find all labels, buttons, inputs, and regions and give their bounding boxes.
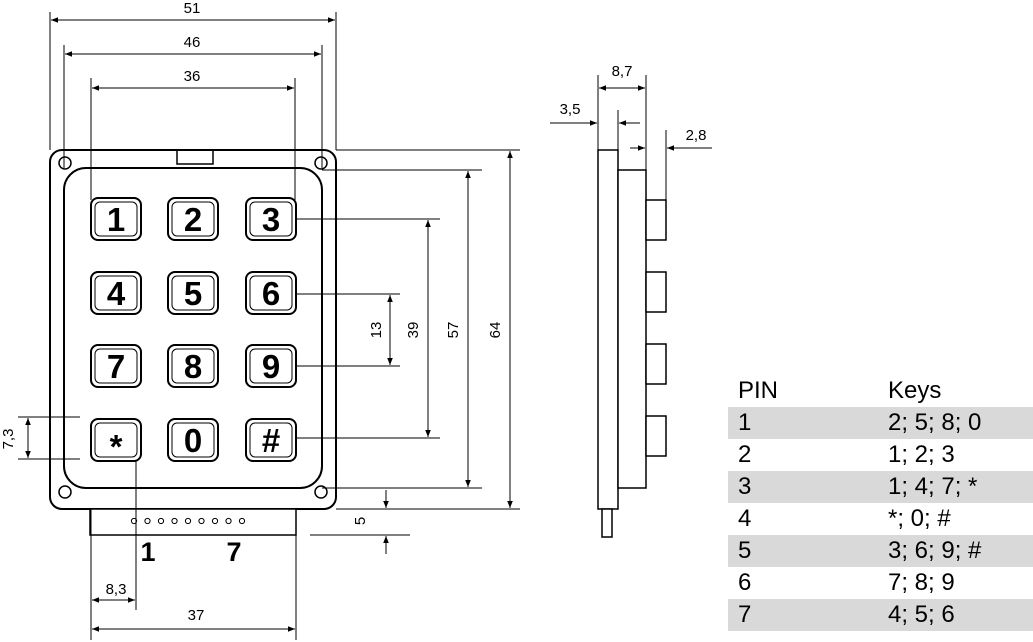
key-label: 8: [184, 348, 202, 385]
mount-hole-tl: [58, 156, 72, 170]
key-4: 4: [90, 271, 142, 315]
key-label: 7: [107, 348, 125, 385]
key-2: 2: [167, 197, 219, 241]
table-row: 5 3; 6; 9; #: [728, 535, 1033, 567]
pin-cell: 6: [738, 569, 752, 596]
front-dimensions: [18, 12, 520, 640]
connector-pin-hole: [130, 517, 138, 525]
key-label: 6: [262, 275, 280, 312]
dim-pin1-offset: 8,3: [106, 581, 127, 598]
dim-width-inner: 46: [184, 34, 201, 51]
key-label: 4: [107, 275, 126, 312]
pin-cell: 2: [738, 441, 752, 468]
pin-cell: 3: [728, 471, 878, 503]
table-row: 2 1; 2; 3: [728, 439, 1033, 471]
table-row: 6 7; 8; 9: [728, 567, 1033, 599]
keys-grid: 1 2 3 4 5 6 7 8 9 * 0 #: [90, 197, 297, 465]
dim-thickness-total: 8,7: [612, 63, 633, 80]
connector-pin-hole: [238, 517, 246, 525]
keys-cell: 2; 5; 8; 0: [878, 407, 1033, 439]
connector-pin-hole: [225, 517, 232, 525]
connector-pin-hole: [184, 517, 192, 525]
dim-height-outer: 64: [487, 322, 504, 339]
key-7: 7: [90, 344, 142, 388]
pin-column-header: PIN: [738, 377, 779, 404]
connector-pin-hole: [144, 517, 151, 525]
pin-table: PIN Keys 1 2; 5; 8; 0 2 1; 2; 3 3 1; 4; …: [728, 375, 1033, 631]
key-hash: #: [245, 418, 297, 462]
side-view: [597, 149, 667, 538]
key-9: 9: [245, 344, 297, 388]
dim-key-span-h: 36: [184, 68, 201, 85]
side-dimensions: [550, 75, 712, 200]
table-row: 4 *; 0; #: [728, 503, 1033, 535]
keys-cell: 4; 5; 6: [878, 599, 1033, 631]
key-5: 5: [167, 271, 219, 315]
key-3: 3: [245, 197, 297, 241]
table-row: 7 4; 5; 6: [728, 599, 1033, 631]
key-label: 9: [262, 348, 280, 385]
keys-cell: *; 0; #: [888, 505, 951, 532]
pin-cell: 7: [728, 599, 878, 631]
pin-last-label: 7: [226, 537, 241, 567]
dim-width-outer: 51: [184, 0, 201, 17]
key-6: 6: [245, 271, 297, 315]
key-label: *: [110, 428, 123, 465]
keys-column-header: Keys: [888, 377, 942, 404]
connector-pin-hole: [157, 517, 165, 525]
keypad-inner-panel: [63, 167, 323, 489]
dim-key-span-v: 39: [405, 322, 422, 339]
key-label: 3: [262, 201, 280, 238]
keys-cell: 7; 8; 9: [888, 569, 955, 596]
key-1: 1: [90, 197, 142, 241]
dim-key-pitch: 13: [368, 322, 385, 339]
dim-thickness-body: 3,5: [560, 101, 581, 118]
mount-hole-tr: [314, 156, 328, 170]
keys-cell: 3; 6; 9; #: [878, 535, 1033, 567]
pin-cell: 4: [738, 505, 752, 532]
dim-connector-offset: 5: [352, 517, 369, 525]
key-label: 2: [184, 201, 202, 238]
pin-cell: 1: [728, 407, 878, 439]
dim-key-size: 7,3: [0, 429, 17, 450]
key-8: 8: [167, 344, 219, 388]
key-label: #: [262, 422, 280, 459]
key-0: 0: [167, 418, 219, 462]
table-row: 1 2; 5; 8; 0: [728, 407, 1033, 439]
keys-cell: 1; 2; 3: [888, 441, 955, 468]
mount-hole-bl: [58, 485, 72, 499]
front-view: 1 2 3 4 5 6 7 8 9 * 0 # 1 7: [49, 149, 337, 567]
connector-pin-hole: [211, 517, 219, 525]
key-label: 5: [184, 275, 202, 312]
connector-pins: [130, 517, 246, 525]
top-notch: [176, 150, 214, 165]
keys-cell: 1; 4; 7; *: [878, 471, 1033, 503]
key-label: 1: [107, 201, 125, 238]
key-label: 0: [184, 422, 202, 459]
pin-cell: 5: [728, 535, 878, 567]
connector-pin-hole: [198, 517, 205, 525]
connector-strip: [89, 508, 297, 536]
pin-table-header: PIN Keys: [728, 375, 1033, 407]
connector-pin-hole: [171, 517, 178, 525]
dim-key-height: 2,8: [686, 127, 707, 144]
dim-connector-width: 37: [188, 607, 205, 624]
key-star: *: [90, 418, 142, 465]
table-row: 3 1; 4; 7; *: [728, 471, 1033, 503]
mount-hole-br: [314, 485, 328, 499]
pin-first-label: 1: [140, 537, 155, 567]
dim-height-inner: 57: [445, 322, 462, 339]
